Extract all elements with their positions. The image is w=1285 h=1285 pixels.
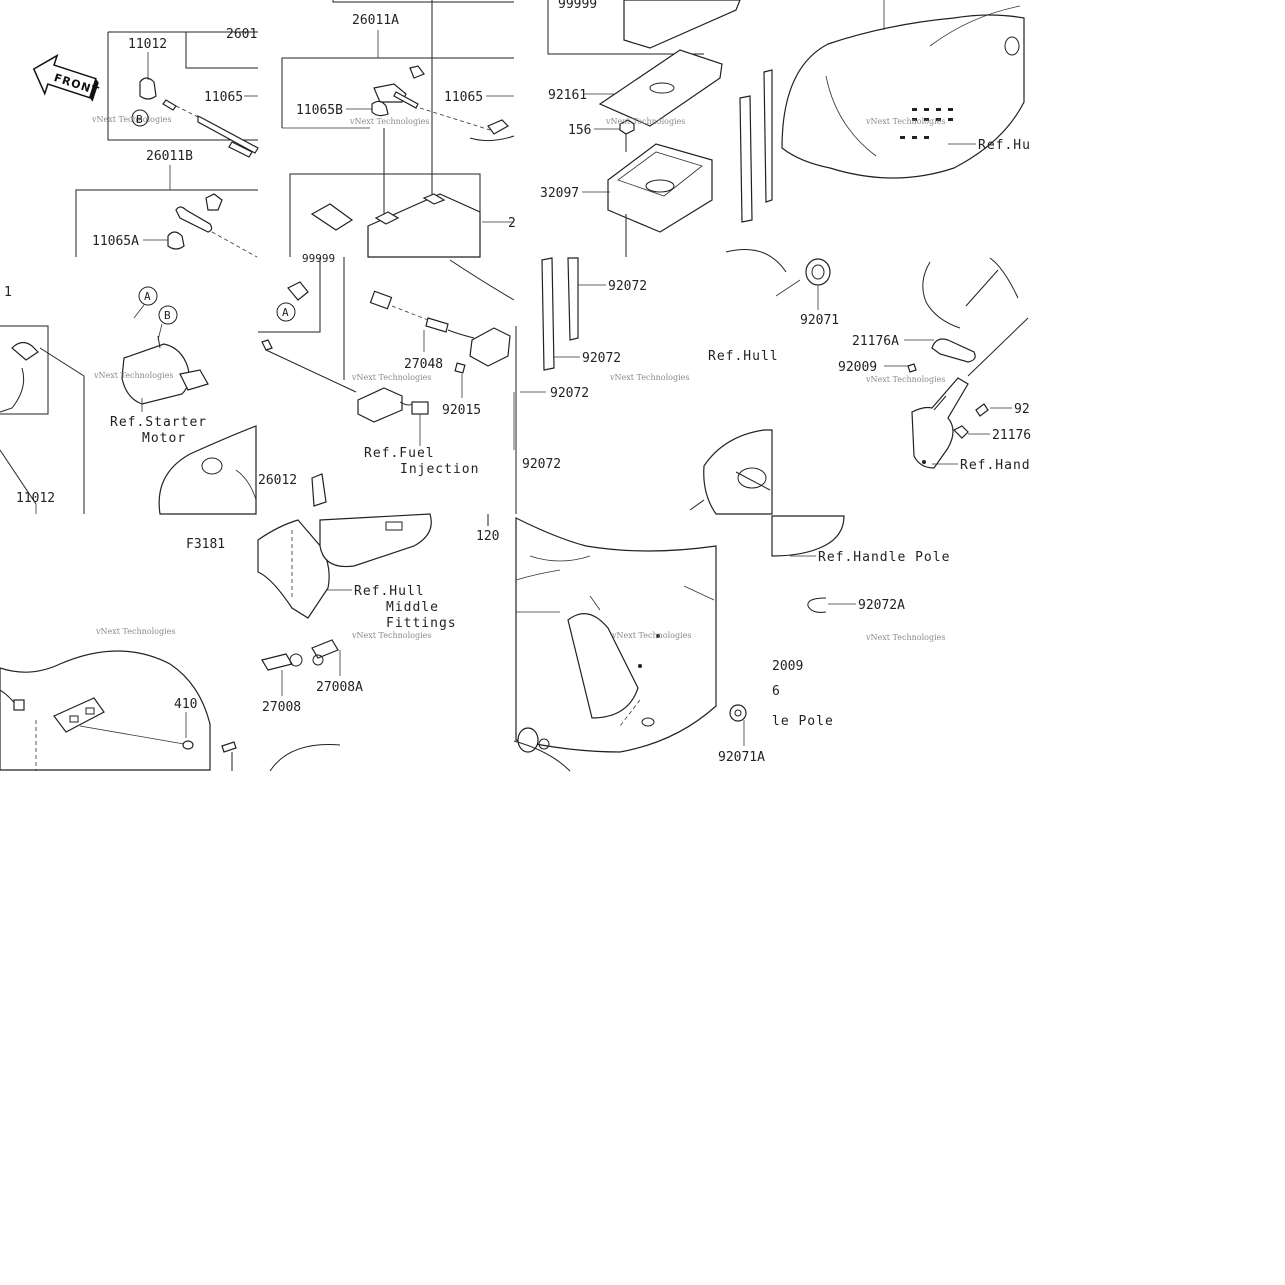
part-label: 410: [174, 697, 197, 712]
part-label: 92: [1014, 402, 1030, 417]
figure-code: F3181: [186, 537, 225, 552]
part-label: 120: [476, 529, 499, 544]
part-label: 92161: [548, 88, 587, 103]
part-label: 11065A: [92, 234, 139, 249]
ref-label: Ref.Starter: [110, 415, 207, 430]
ref-label: Ref.Hull: [708, 349, 779, 364]
part-label: 6: [772, 684, 780, 699]
part-label: 21176: [992, 428, 1031, 443]
watermark: vNext Technologies: [95, 627, 175, 636]
part-label: 92072: [550, 386, 589, 401]
marker-a: A: [144, 290, 151, 303]
ref-label: Middle: [386, 600, 439, 615]
part-label: 11065: [444, 90, 483, 105]
tile-9: F3181 410 vNext Technologies: [0, 537, 237, 771]
ref-label: Motor: [142, 431, 186, 446]
watermark: vNext Technologies: [349, 117, 429, 126]
ref-label: Ref.Hand: [960, 458, 1031, 473]
part-label: 21176A: [852, 334, 899, 349]
ref-label: Injection: [400, 462, 479, 477]
part-label: 26011B: [146, 149, 193, 164]
part-label: 27048: [404, 357, 443, 372]
tile-6: 27048 92015 Ref.Fuel Injection A vNext T…: [258, 257, 515, 477]
part-label: 26012: [258, 473, 297, 488]
tile-3: 99999 92161 156 32097 vNext Technologies: [540, 0, 773, 257]
tile-10: Ref.Hull Middle Fittings 27008 27008A 12…: [257, 473, 499, 772]
part-label: 2601: [226, 27, 257, 42]
marker-b: B: [164, 309, 171, 322]
part-label: 2009: [772, 659, 803, 674]
tile-5: 1 A B Ref.Starter Motor 26012 11012 vNex…: [0, 285, 297, 515]
tile-4: Ref.Hu vNext Technologies: [781, 0, 1031, 179]
tile-1: FRONT 11012 2601 11065 26011B 11065A vNe…: [32, 27, 259, 258]
part-label: 26011A: [352, 13, 399, 28]
watermark: vNext Technologies: [865, 375, 945, 384]
part-label: 32097: [540, 186, 579, 201]
part-label: 2: [508, 216, 516, 231]
ref-label: le Pole: [772, 714, 834, 729]
ref-label: Ref.Handle Pole: [818, 550, 950, 565]
part-label: 27008A: [316, 680, 363, 695]
tile-12: Ref.Handle Pole 92072A 2009 6 le Pole 92…: [718, 515, 950, 765]
part-label: 92072: [608, 279, 647, 294]
tile-7: 92072 92072 92072 92072 Ref.Hull 92071 v…: [515, 249, 839, 515]
front-arrow-icon: FRONT: [32, 53, 101, 102]
part-label: 92009: [838, 360, 877, 375]
tile-2: 26011A 11065B 11065 99999 2 vNext Techno…: [281, 0, 516, 265]
part-label: 92072: [582, 351, 621, 366]
ref-label: Ref.Fuel: [364, 446, 435, 461]
watermark: vNext Technologies: [605, 117, 685, 126]
tile-11: vNext Technologies: [513, 517, 717, 772]
marker-a: A: [282, 306, 289, 319]
watermark: vNext Technologies: [611, 631, 691, 640]
part-label: 92072A: [858, 598, 905, 613]
part-label: 11012: [128, 37, 167, 52]
cap-11012: [139, 77, 157, 100]
bolt-grid: [900, 108, 953, 139]
watermark: vNext Technologies: [93, 371, 173, 380]
watermark: vNext Technologies: [351, 373, 431, 382]
part-label: 11065B: [296, 103, 343, 118]
marker-b: B: [136, 113, 143, 126]
watermark: vNext Technologies: [865, 117, 945, 126]
part-label: 11012: [16, 491, 55, 506]
ref-label: Ref.Hu: [978, 138, 1031, 153]
part-label: 92071A: [718, 750, 765, 765]
watermark: vNext Technologies: [609, 373, 689, 382]
part-label: 27008: [262, 700, 301, 715]
part-label: 11065: [204, 90, 243, 105]
watermark: vNext Technologies: [91, 115, 171, 124]
part-label: 1: [4, 285, 12, 300]
watermark: vNext Technologies: [865, 633, 945, 642]
part-label: 92072: [522, 457, 561, 472]
part-label: 99999: [302, 252, 335, 265]
part-label: 99999: [558, 0, 597, 12]
part-label: 156: [568, 123, 591, 138]
watermark: vNext Technologies: [351, 631, 431, 640]
part-label: 92015: [442, 403, 481, 418]
ref-label: Ref.Hull: [354, 584, 425, 599]
part-label: 92071: [800, 313, 839, 328]
ref-label: Fittings: [386, 616, 457, 631]
tile-8: 21176A 92009 92 21176 Ref.Hand vNext Tec…: [838, 257, 1031, 473]
